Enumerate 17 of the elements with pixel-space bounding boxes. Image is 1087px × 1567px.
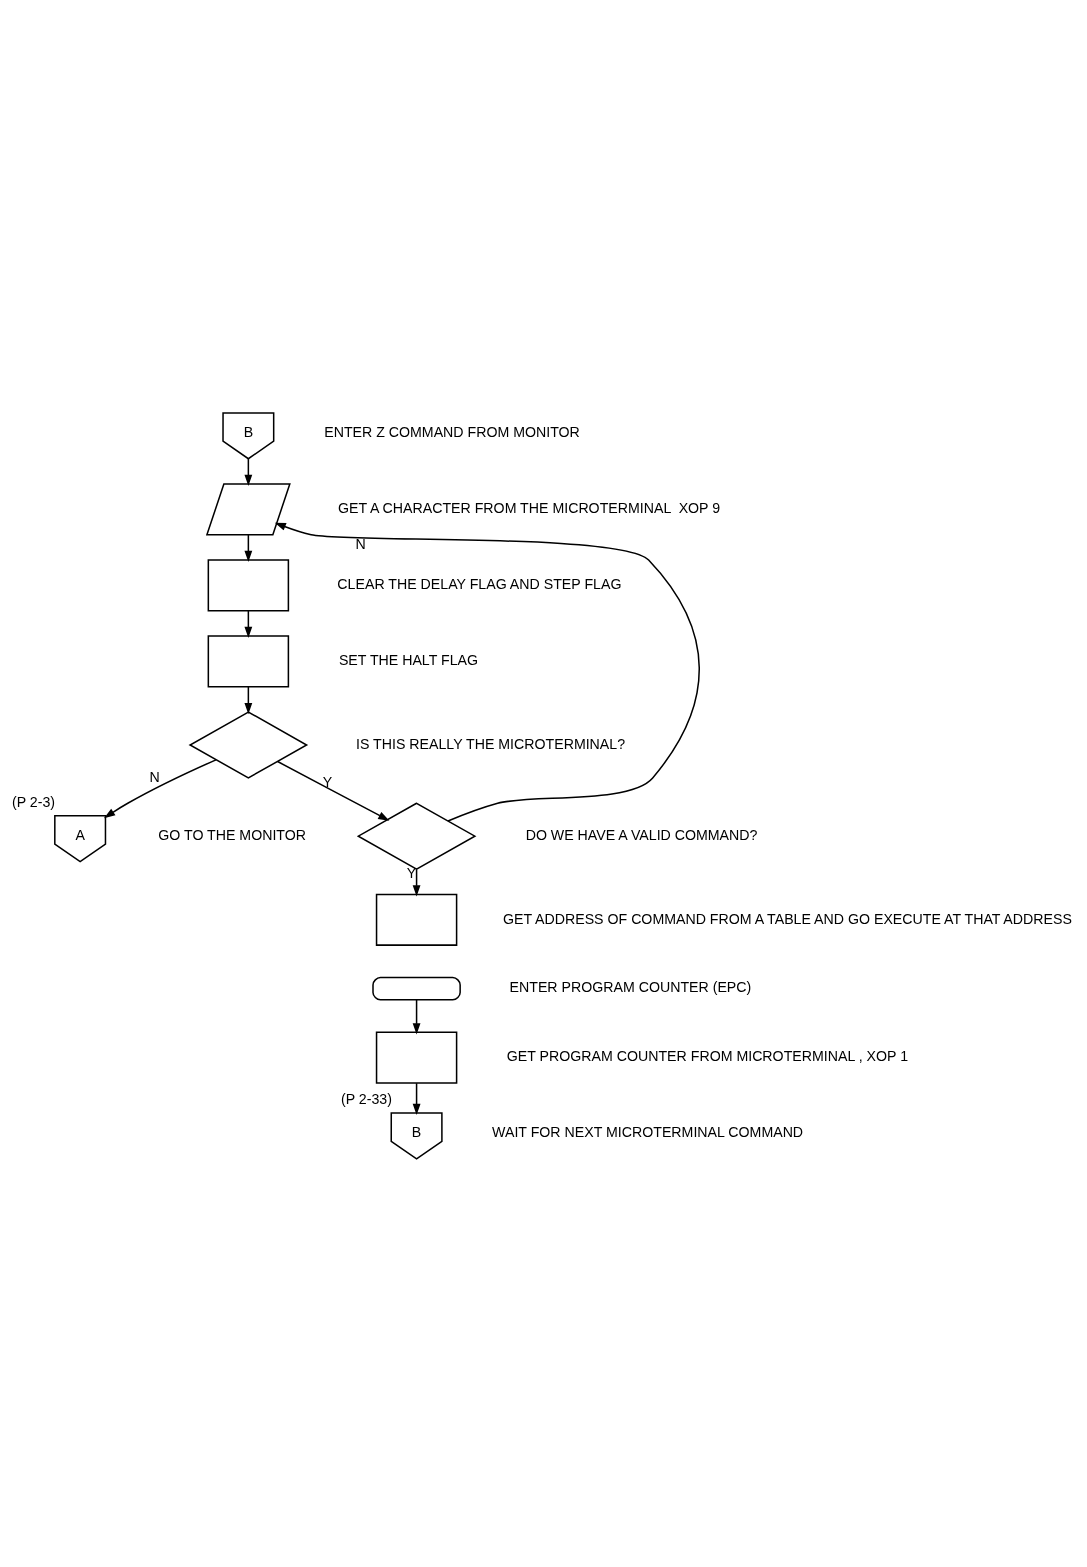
edge-label: N	[149, 769, 160, 786]
node-label: GO TO THE MONITOR	[158, 826, 307, 843]
edge-label: N	[355, 536, 366, 553]
node-label: GET A CHARACTER FROM THE MICROTERMINAL XOP 9	[337, 500, 721, 517]
edge-label: Y	[322, 773, 333, 790]
node-label: IS THIS REALLY THE MICROTERMINAL?	[356, 735, 626, 752]
node-label: GET ADDRESS OF COMMAND FROM A TABLE AND GO EXECUTE AT THAT ADDRESS	[503, 910, 1072, 927]
node-label: CLEAR THE DELAY FLAG AND STEP FLAG	[337, 576, 622, 593]
node-label: SET THE HALT FLAG	[338, 652, 479, 669]
node-label: GET PROGRAM COUNTER FROM MICROTERMINAL , XOP 1	[506, 1048, 909, 1065]
edge-label: Y	[406, 864, 417, 881]
node-label: (P 2-33)	[340, 1091, 392, 1108]
node-label: ENTER PROGRAM COUNTER (EPC)	[509, 979, 752, 996]
node-label: ENTER Z COMMAND FROM MONITOR	[324, 424, 580, 441]
node-label: DO WE HAVE A VALID COMMAND?	[525, 826, 758, 843]
node-label: WAIT FOR NEXT MICROTERMINAL COMMAND	[492, 1124, 804, 1141]
node-label: (P 2-3)	[12, 794, 56, 811]
